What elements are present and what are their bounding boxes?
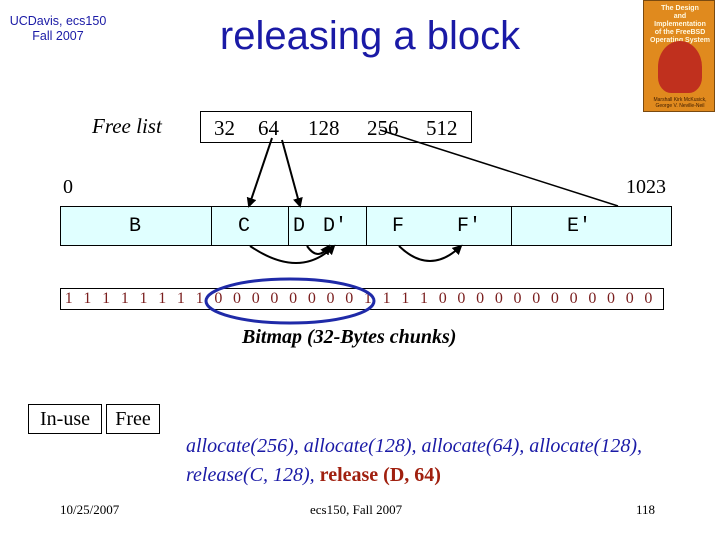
bitmap-highlight-circle xyxy=(206,279,374,323)
arrow-c-to-d-prime xyxy=(250,246,334,263)
line-512-to-e-prime xyxy=(380,130,618,206)
arrow-128-to-d xyxy=(282,140,300,206)
arrow-64-to-c xyxy=(249,138,272,206)
arrow-f-to-f-prime xyxy=(399,246,461,261)
